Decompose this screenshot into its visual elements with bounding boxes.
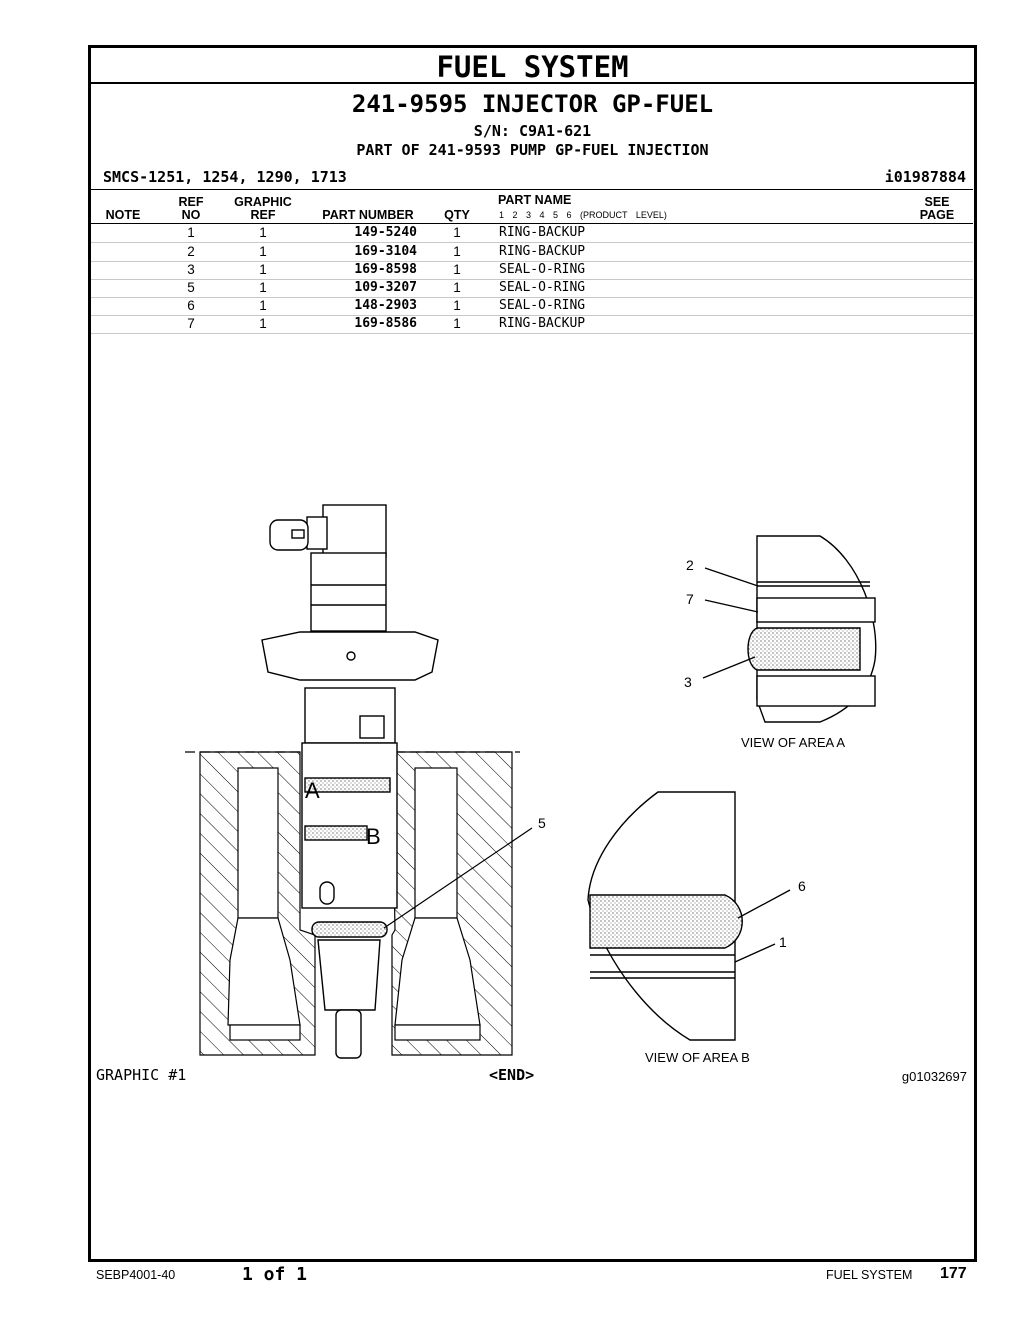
table-row: 2 1 169-3104 1 RING-BACKUP [91,243,973,262]
serial-number: S/N: C9A1-621 [473,122,592,140]
cell-graphic: 1 [259,316,267,331]
cell-graphic: 1 [259,298,267,313]
cell-name: SEAL-O-RING [499,280,586,295]
header-part-number: PART NUMBER [322,208,414,222]
cell-part-number: 169-8586 [354,316,417,331]
cell-ref: 5 [187,280,195,295]
cell-name: SEAL-O-RING [499,262,586,277]
group-title: 241-9595 INJECTOR GP-FUEL [351,90,714,118]
cell-graphic: 1 [259,262,267,277]
cell-name: RING-BACKUP [499,316,586,331]
end-label: <END> [489,1066,535,1084]
header-graphic-line1: GRAPHIC [234,195,292,209]
cell-ref: 3 [187,262,195,277]
page-frame [88,45,977,1262]
header-rule-bottom [91,223,973,224]
smcs-codes: SMCS-1251, 1254, 1290, 1713 [103,168,347,186]
cell-qty: 1 [453,298,461,313]
cell-ref: 7 [187,316,195,331]
graphic-label: GRAPHIC #1 [96,1066,187,1084]
header-qty: QTY [444,208,470,222]
header-ref-no: REF NO [176,196,206,222]
cell-qty: 1 [453,262,461,277]
cell-ref: 2 [187,244,195,259]
table-row: 1 1 149-5240 1 RING-BACKUP [91,224,973,243]
header-note: NOTE [105,208,141,222]
cell-part-number: 109-3207 [354,280,417,295]
cell-graphic: 1 [259,225,267,240]
table-row: 5 1 109-3207 1 SEAL-O-RING [91,279,973,298]
cell-part-number: 169-3104 [354,244,417,259]
cell-qty: 1 [453,244,461,259]
cell-qty: 1 [453,225,461,240]
footer-page-number: 177 [940,1265,967,1282]
header-see-page: SEE PAGE [915,196,959,222]
document-ident: i01987884 [884,168,966,186]
header-graphic-line2: REF [250,208,276,222]
header-see-line2: PAGE [919,208,955,222]
section-title: FUEL SYSTEM [91,48,974,84]
cell-qty: 1 [453,280,461,295]
table-row: 7 1 169-8586 1 RING-BACKUP [91,315,973,334]
cell-name: RING-BACKUP [499,244,586,259]
table-row: 3 1 169-8598 1 SEAL-O-RING [91,261,973,280]
part-of-line: PART OF 241-9593 PUMP GP-FUEL INJECTION [356,141,709,159]
header-product-levels: 1 2 3 4 5 6 (PRODUCT LEVEL) [499,210,667,220]
cell-part-number: 149-5240 [354,225,417,240]
footer-section: FUEL SYSTEM [826,1268,913,1282]
cell-ref: 1 [187,225,195,240]
cell-graphic: 1 [259,280,267,295]
cell-part-number: 169-8598 [354,262,417,277]
cell-part-number: 148-2903 [354,298,417,313]
graphic-id: g01032697 [901,1069,967,1084]
header-rule-top [91,189,973,190]
footer-doc-number: SEBP4001-40 [96,1268,176,1282]
footer-page-of: 1 of 1 [242,1264,308,1285]
cell-qty: 1 [453,316,461,331]
header-ref-line1: REF [178,195,204,209]
header-see-line1: SEE [924,195,950,209]
header-graphic-ref: GRAPHIC REF [230,196,296,222]
cell-name: RING-BACKUP [499,225,586,240]
cell-graphic: 1 [259,244,267,259]
cell-ref: 6 [187,298,195,313]
header-part-name: PART NAME [498,193,572,207]
header-ref-line2: NO [181,208,201,222]
cell-name: SEAL-O-RING [499,298,586,313]
table-row: 6 1 148-2903 1 SEAL-O-RING [91,297,973,316]
